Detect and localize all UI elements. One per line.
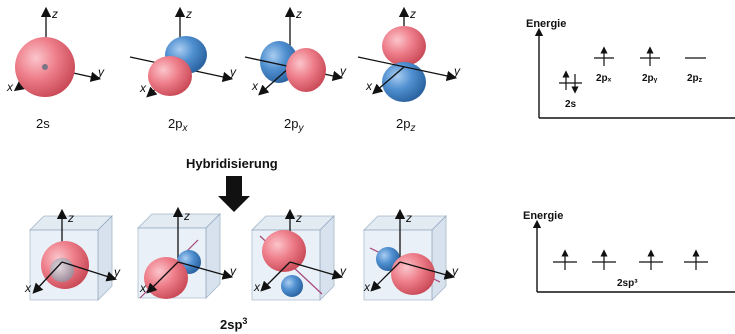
axis-x-label: x [139, 81, 147, 95]
label-2px: 2px [168, 116, 188, 134]
axis-x-label: x [363, 280, 371, 294]
label-2pz: 2pz [396, 116, 415, 134]
axis-z-label: z [409, 7, 416, 21]
energy-diagram-top: Energie 2s 2pₓ 2pᵧ 2pz [526, 18, 735, 119]
pz-lobe-red [382, 26, 426, 66]
sp3-orbital-1: z y x [24, 208, 121, 301]
axis-y-label: y [97, 65, 105, 79]
axis-x-label: x [251, 79, 259, 93]
axis-z-label: z [185, 7, 192, 21]
down-arrow-icon [218, 176, 250, 212]
axis-y-label: y [339, 64, 347, 78]
sp3-orbital-2: z y x [137, 206, 237, 299]
level-2sp3-label: 2sp³ [617, 278, 638, 289]
level-2px-label: 2pₓ [596, 73, 612, 84]
axis-y-label: y [229, 65, 237, 79]
energy-axis-title: Energie [526, 18, 566, 30]
axis-x-label: x [139, 281, 147, 295]
axis-y-label: y [113, 265, 121, 279]
hybridisierung-label: Hybridisierung [186, 156, 278, 171]
axis-z-label: z [405, 211, 412, 225]
orbital-2pz: z y x 2pz [357, 6, 461, 134]
sp3-lobe-blue [281, 275, 303, 297]
axis-z-label: z [51, 7, 58, 21]
label-2py: 2py [284, 116, 304, 134]
axis-z-label: z [183, 209, 190, 223]
pz-lobe-blue [382, 62, 426, 102]
sp3-lobe-red [262, 230, 306, 272]
axis-y-label: y [229, 264, 237, 278]
energy-diagram-bottom: Energie 2sp³ [523, 210, 735, 293]
axis-y-label: y [453, 64, 461, 78]
py-lobe-red [286, 48, 326, 92]
sp3-orbital-4: z y x [363, 208, 459, 301]
level-2s-label: 2s [565, 99, 577, 110]
orbital-2px: z y x 2px [129, 6, 237, 134]
energy-axis-title: Energie [523, 210, 563, 222]
label-2s: 2s [36, 116, 50, 131]
axis-z-label: z [295, 211, 302, 225]
axis-z-label: z [295, 7, 302, 21]
label-2sp3: 2sp3 [220, 316, 247, 332]
orbital-2py: z y x 2py [244, 6, 347, 134]
axis-x-label: x [6, 80, 14, 94]
axis-x-label: x [365, 79, 373, 93]
level-2py-label: 2pᵧ [642, 73, 658, 84]
px-lobe-red [148, 56, 192, 96]
level-2pz-label: 2pz [687, 73, 703, 84]
orbital-2s: z y x 2s [6, 6, 105, 131]
axis-x-label: x [253, 280, 261, 294]
sp3-lobe-red [391, 253, 435, 295]
axis-y-label: y [339, 264, 347, 278]
axis-z-label: z [67, 211, 74, 225]
axis-x-label: x [24, 281, 32, 295]
axis-y-label: y [451, 264, 459, 278]
sp3-orbital-3: z y x [251, 208, 347, 301]
